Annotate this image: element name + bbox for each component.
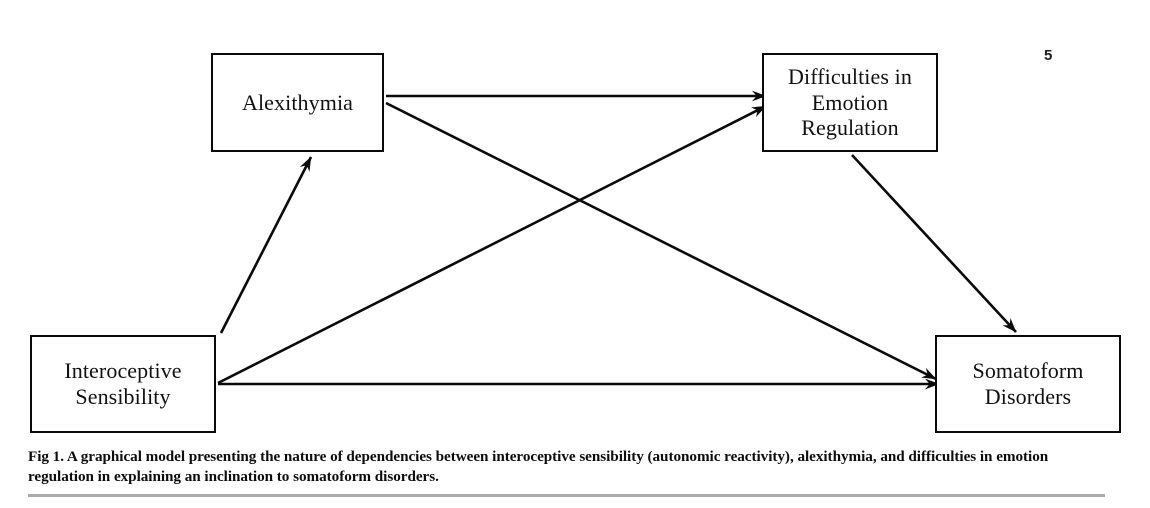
node-interoceptive-label: Interoceptive Sensibility <box>64 358 182 409</box>
caption-divider-rule <box>28 494 1105 497</box>
figure-diagram-area: Alexithymia Difficulties in Emotion Regu… <box>30 47 1121 433</box>
node-somatoform-disorders[interactable]: Somatoform Disorders <box>935 335 1121 433</box>
figure-caption: Fig 1. A graphical model presenting the … <box>28 447 1108 487</box>
node-difficulties-in-emotion-regulation[interactable]: Difficulties in Emotion Regulation <box>762 53 938 152</box>
node-alexithymia[interactable]: Alexithymia <box>211 53 384 152</box>
node-somatoform-label: Somatoform Disorders <box>972 358 1084 409</box>
edge-difficulties-to-somatoform <box>851 154 1017 333</box>
node-alexithymia-label: Alexithymia <box>241 89 354 115</box>
path-model-svg <box>217 90 1017 390</box>
page-number: 5 <box>1044 47 1053 64</box>
edge-alexithymia-to-somatoform <box>385 101 937 381</box>
node-difficulties-label: Difficulties in Emotion Regulation <box>788 63 912 141</box>
figure-caption-text: Fig 1. A graphical model presenting the … <box>28 448 1049 486</box>
edge-interoceptive-to-difficulties <box>217 104 767 385</box>
node-interoceptive-sensibility[interactable]: Interoceptive Sensibility <box>30 335 216 433</box>
edge-interoceptive-to-alexithymia <box>219 156 313 334</box>
